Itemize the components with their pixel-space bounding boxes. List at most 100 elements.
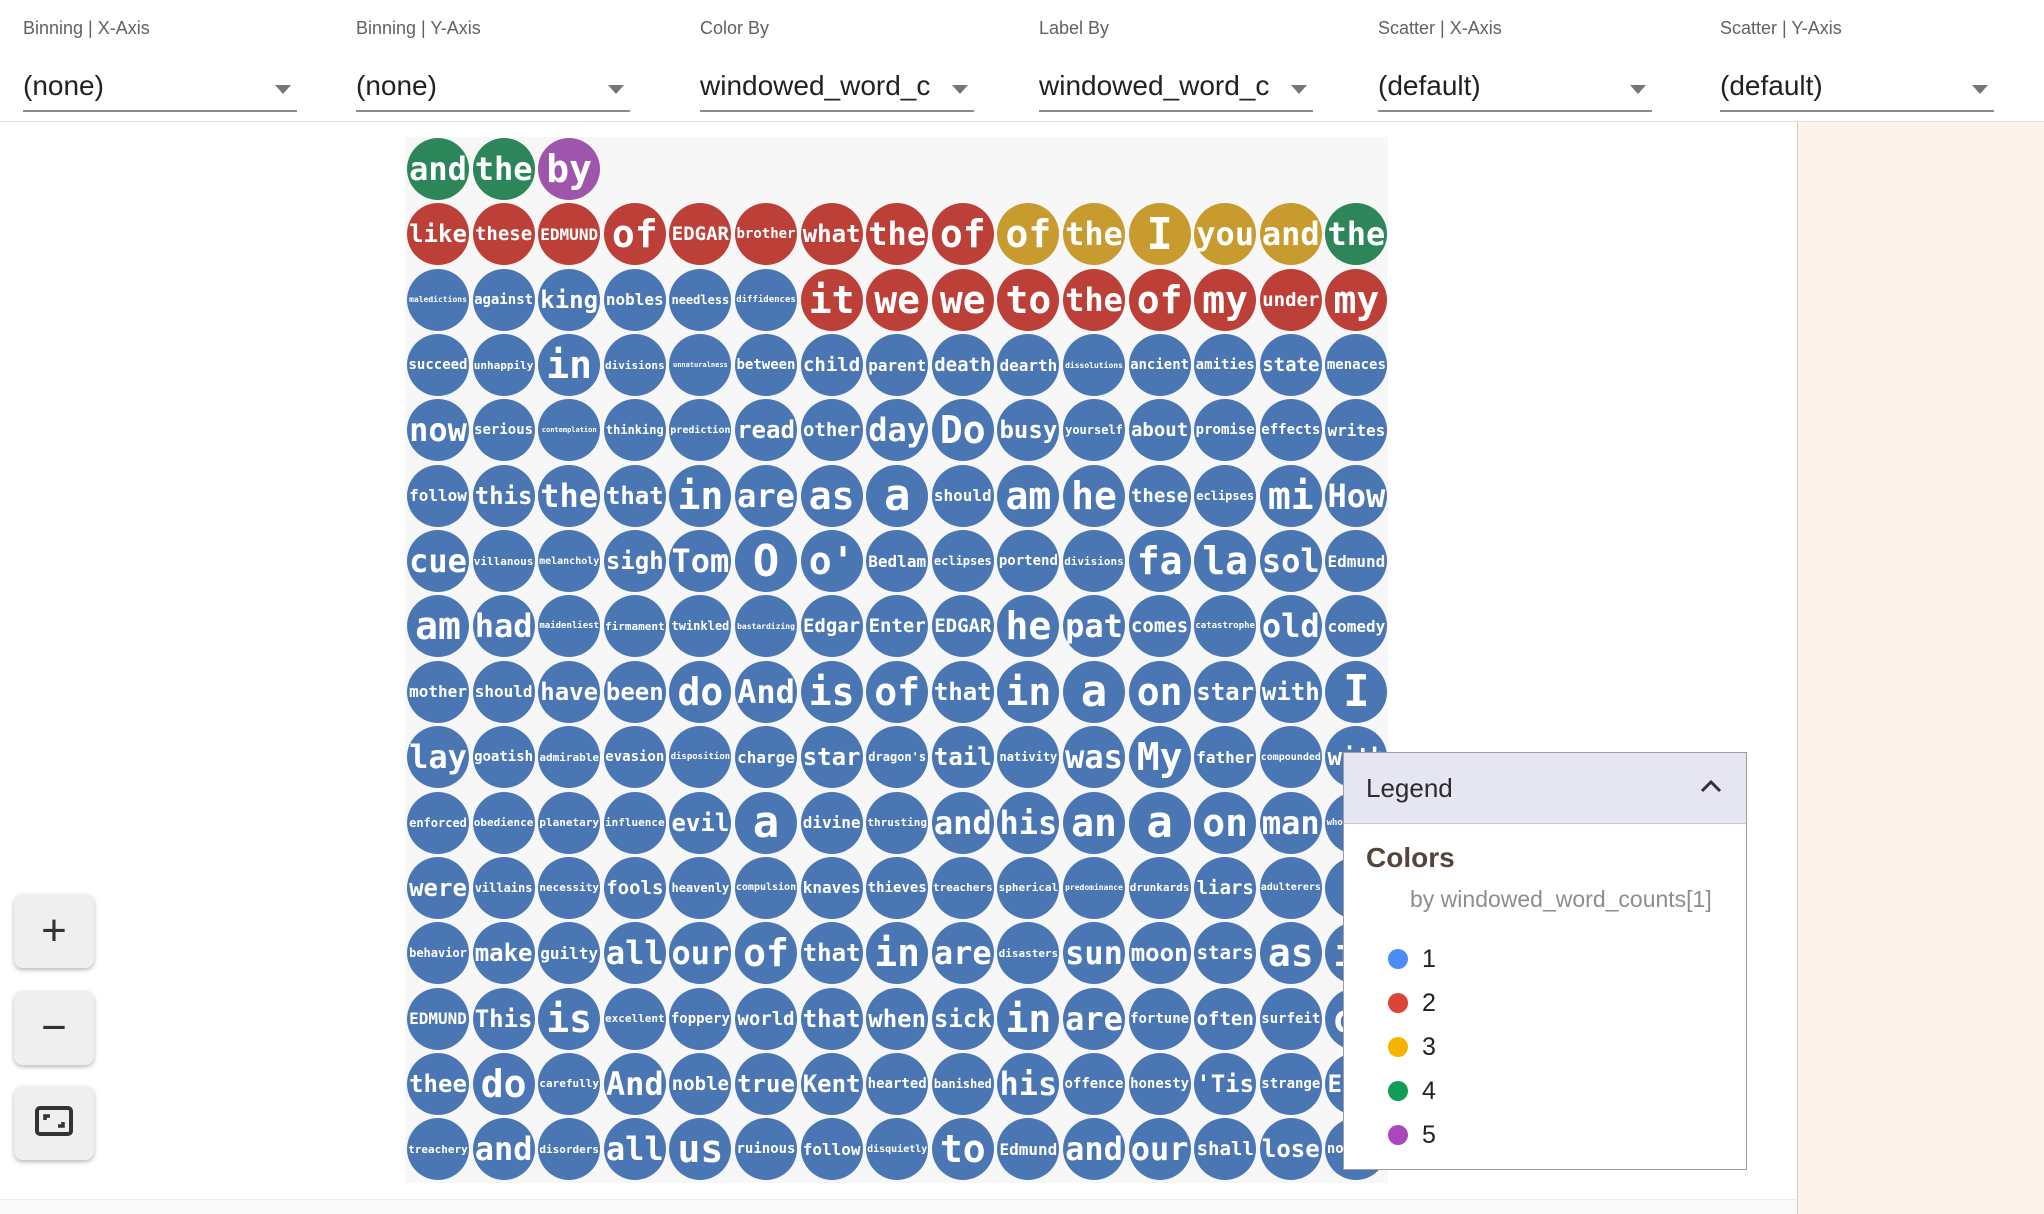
word-bubble[interactable]: twinkled <box>669 595 732 658</box>
word-bubble[interactable]: And <box>603 1052 666 1115</box>
word-bubble[interactable]: charge <box>735 726 797 789</box>
word-bubble[interactable]: writes <box>1325 399 1388 462</box>
word-bubble[interactable]: sick <box>931 987 994 1050</box>
word-bubble[interactable]: unnaturalness <box>669 334 732 397</box>
word-bubble[interactable]: evasion <box>603 726 666 789</box>
word-bubble[interactable]: dissolutions <box>1063 334 1125 397</box>
word-bubble[interactable]: Edgar <box>800 595 863 658</box>
word-bubble[interactable]: were <box>407 856 469 919</box>
word-bubble[interactable]: Bedlam <box>866 530 929 593</box>
word-bubble[interactable]: my <box>1194 268 1257 331</box>
word-bubble[interactable]: our <box>1128 1118 1191 1181</box>
word-bubble[interactable]: tail <box>931 726 994 789</box>
dropdown-arrow-icon[interactable] <box>952 85 968 94</box>
word-bubble[interactable]: dearth <box>997 334 1060 397</box>
word-bubble[interactable]: fortune <box>1128 987 1191 1050</box>
dropdown-arrow-icon[interactable] <box>275 85 291 94</box>
word-bubble[interactable]: day <box>866 399 929 462</box>
word-bubble[interactable]: Edmund <box>1325 530 1388 593</box>
word-bubble[interactable]: about <box>1128 399 1191 462</box>
word-bubble[interactable]: between <box>735 334 797 397</box>
word-bubble[interactable]: was <box>1063 726 1125 789</box>
word-bubble[interactable]: as <box>1259 922 1322 985</box>
word-bubble[interactable]: behavior <box>407 922 469 985</box>
word-bubble[interactable]: like <box>407 203 469 266</box>
word-bubble[interactable]: I <box>1128 203 1191 266</box>
word-bubble[interactable]: sigh <box>603 530 666 593</box>
word-bubble[interactable]: we <box>866 268 929 331</box>
word-bubble[interactable]: enforced <box>407 791 469 854</box>
word-bubble[interactable]: heavenly <box>669 856 732 919</box>
word-bubble[interactable]: Kent <box>800 1052 863 1115</box>
word-bubble[interactable]: promise <box>1194 399 1257 462</box>
word-bubble[interactable]: his <box>997 1052 1060 1115</box>
word-bubble[interactable]: prediction <box>669 399 732 462</box>
word-bubble[interactable]: maidenliest <box>538 595 601 658</box>
word-bubble[interactable]: adulterers <box>1259 856 1322 919</box>
word-bubble[interactable]: mother <box>407 660 469 723</box>
word-bubble[interactable]: of <box>603 203 666 266</box>
word-bubble[interactable]: had <box>472 595 535 658</box>
zoom-in-button[interactable]: + <box>14 894 94 968</box>
word-bubble[interactable]: an <box>1063 791 1125 854</box>
word-bubble[interactable]: surfeit <box>1259 987 1322 1050</box>
word-bubble[interactable]: pat <box>1063 595 1125 658</box>
word-bubble[interactable]: treachers <box>931 856 994 919</box>
word-bubble[interactable]: have <box>538 660 601 723</box>
word-bubble[interactable]: This <box>472 987 535 1050</box>
word-bubble[interactable]: lay <box>407 726 469 789</box>
word-bubble[interactable]: compounded <box>1259 726 1322 789</box>
word-bubble[interactable]: state <box>1259 334 1322 397</box>
word-bubble[interactable]: thee <box>407 1052 469 1115</box>
word-bubble[interactable]: follow <box>800 1118 863 1181</box>
word-bubble[interactable]: divisions <box>603 334 666 397</box>
word-bubble[interactable]: the <box>1063 203 1125 266</box>
word-bubble[interactable]: EDMUND <box>538 203 601 266</box>
word-bubble[interactable]: to <box>931 1118 994 1181</box>
word-bubble[interactable]: death <box>931 334 994 397</box>
word-bubble[interactable]: I <box>1325 660 1388 723</box>
word-bubble[interactable]: treachery <box>407 1118 469 1181</box>
word-bubble[interactable]: melancholy <box>538 530 601 593</box>
word-bubble[interactable]: mi <box>1259 464 1322 527</box>
word-bubble[interactable]: unhappily <box>472 334 535 397</box>
word-bubble[interactable]: been <box>603 660 666 723</box>
word-bubble[interactable]: admirable <box>538 726 601 789</box>
word-bubble[interactable]: a <box>735 791 797 854</box>
word-bubble[interactable]: eclipses <box>931 530 994 593</box>
word-bubble[interactable]: EDMUND <box>407 987 469 1050</box>
word-bubble[interactable]: planetary <box>538 791 601 854</box>
word-bubble[interactable]: am <box>407 595 469 658</box>
word-bubble[interactable]: contemplation <box>538 399 601 462</box>
word-bubble[interactable]: you <box>1194 203 1257 266</box>
word-bubble[interactable]: by <box>538 138 601 200</box>
word-bubble[interactable]: needless <box>669 268 732 331</box>
word-bubble[interactable]: a <box>1063 660 1125 723</box>
word-bubble[interactable]: star <box>800 726 863 789</box>
word-bubble[interactable]: carefully <box>538 1052 601 1115</box>
word-bubble[interactable]: dragon's <box>866 726 929 789</box>
word-bubble[interactable]: evil <box>669 791 732 854</box>
word-bubble[interactable]: is <box>538 987 601 1050</box>
word-bubble[interactable]: in <box>997 660 1060 723</box>
word-bubble[interactable]: Enter <box>866 595 929 658</box>
word-bubble[interactable]: all <box>603 1118 666 1181</box>
word-bubble[interactable]: moon <box>1128 922 1191 985</box>
word-bubble[interactable]: stars <box>1194 922 1257 985</box>
word-bubble[interactable]: we <box>931 268 994 331</box>
word-bubble[interactable]: against <box>472 268 535 331</box>
word-bubble[interactable]: parent <box>866 334 929 397</box>
chevron-up-icon[interactable] <box>1698 777 1724 800</box>
word-bubble[interactable]: world <box>735 987 797 1050</box>
word-bubble[interactable]: disasters <box>997 922 1060 985</box>
word-bubble[interactable]: nativity <box>997 726 1060 789</box>
word-bubble[interactable]: excellent <box>603 987 666 1050</box>
word-bubble[interactable]: when <box>866 987 929 1050</box>
word-bubble[interactable]: old <box>1259 595 1322 658</box>
word-bubble[interactable]: on <box>1194 791 1257 854</box>
word-bubble[interactable]: do <box>472 1052 535 1115</box>
word-bubble[interactable]: Edmund <box>997 1118 1060 1181</box>
word-bubble[interactable]: effects <box>1259 399 1322 462</box>
